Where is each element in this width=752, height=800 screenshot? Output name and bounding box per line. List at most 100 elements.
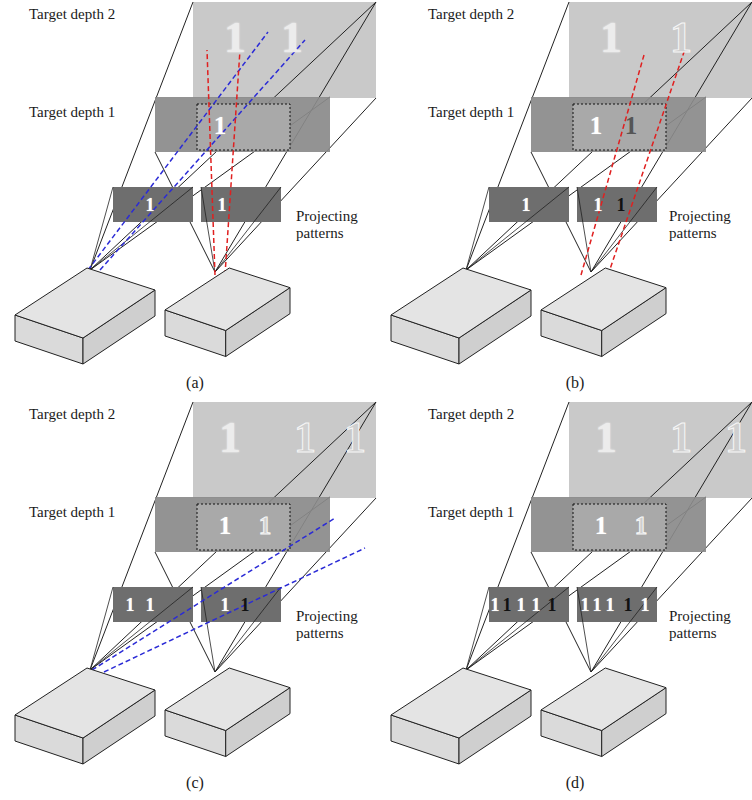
digit-glyph: 1 xyxy=(548,596,557,614)
plane-label: Target depth 1 xyxy=(29,104,115,121)
digit-glyph: 1 xyxy=(517,596,526,614)
digit-glyph: 1 xyxy=(617,196,626,214)
pattern-plane xyxy=(577,187,657,222)
digit-glyph: 1 xyxy=(344,416,366,460)
digit-glyph: 1 xyxy=(625,113,638,138)
overlap-region xyxy=(197,504,290,550)
digit-glyph: 1 xyxy=(594,196,603,214)
digit-glyph: 1 xyxy=(491,596,500,614)
digit-glyph: 1 xyxy=(281,16,303,60)
projection-line xyxy=(577,587,591,672)
projection-line xyxy=(591,587,657,672)
digit-glyph: 1 xyxy=(600,16,622,60)
projection-line xyxy=(90,587,113,670)
projection-line xyxy=(577,187,591,272)
projection-line xyxy=(466,187,489,270)
panel xyxy=(15,2,376,364)
pattern-plane xyxy=(489,187,569,222)
digit-glyph: 1 xyxy=(635,513,648,538)
panel-letter: (b) xyxy=(566,374,585,392)
digit-glyph: 1 xyxy=(522,196,531,214)
digit-glyph: 1 xyxy=(294,416,316,460)
digit-glyph: 1 xyxy=(241,596,250,614)
ray-dashed xyxy=(92,518,335,670)
digit-glyph: 1 xyxy=(219,513,232,538)
plane-label: Projecting patterns xyxy=(296,608,376,643)
digit-glyph: 1 xyxy=(221,596,230,614)
plane-label: Target depth 2 xyxy=(428,6,514,23)
digit-glyph: 1 xyxy=(503,596,512,614)
digit-glyph: 1 xyxy=(219,416,241,460)
digit-glyph: 1 xyxy=(670,16,692,60)
digit-glyph: 1 xyxy=(595,416,617,460)
target-plane-1 xyxy=(531,497,706,552)
projector-box xyxy=(541,268,666,331)
digit-glyph: 1 xyxy=(532,596,541,614)
projection-line xyxy=(215,187,281,272)
projection-line xyxy=(466,587,489,670)
ray-dashed xyxy=(207,50,215,275)
projector-box xyxy=(165,668,290,731)
target-plane-2 xyxy=(193,2,376,98)
projector-box xyxy=(165,268,290,331)
ray-dashed xyxy=(225,50,240,275)
pattern-plane xyxy=(113,187,193,222)
digit-glyph: 1 xyxy=(581,596,590,614)
ray-dashed xyxy=(100,40,305,270)
digit-glyph: 1 xyxy=(214,113,227,138)
projection-line xyxy=(90,587,193,670)
digit-glyph: 1 xyxy=(624,596,633,614)
plane-label: Target depth 2 xyxy=(29,406,115,423)
projection-line xyxy=(90,187,113,270)
plane-label: Target depth 2 xyxy=(428,406,514,423)
panel xyxy=(391,402,752,764)
overlap-region xyxy=(573,504,666,550)
projection-line xyxy=(466,2,752,270)
plane-label: Target depth 1 xyxy=(428,104,514,121)
digit-glyph: 1 xyxy=(593,596,602,614)
target-plane-2 xyxy=(569,2,752,98)
projector-box xyxy=(391,268,531,338)
digit-glyph: 1 xyxy=(725,416,747,460)
digit-glyph: 1 xyxy=(224,16,246,60)
projector-box xyxy=(541,668,666,731)
ray-dashed xyxy=(608,52,684,275)
digit-glyph: 1 xyxy=(641,596,650,614)
target-plane-2 xyxy=(569,402,752,498)
projection-line xyxy=(466,187,569,270)
digit-glyph: 1 xyxy=(670,416,692,460)
plane-label: Target depth 1 xyxy=(29,504,115,521)
digit-glyph: 1 xyxy=(218,196,227,214)
plane-label: Projecting patterns xyxy=(669,608,749,643)
projector-box xyxy=(15,268,155,338)
panel xyxy=(391,2,752,364)
target-plane-2 xyxy=(193,402,376,498)
pattern-plane xyxy=(489,587,569,622)
digit-glyph: 1 xyxy=(606,596,615,614)
projection-line xyxy=(466,402,752,670)
digit-glyph: 1 xyxy=(590,113,603,138)
pattern-plane xyxy=(113,587,193,622)
panel-letter: (d) xyxy=(566,774,585,792)
target-plane-1 xyxy=(155,497,330,552)
plane-label: Target depth 2 xyxy=(29,6,115,23)
ray-dashed xyxy=(88,32,268,270)
plane-label: Target depth 1 xyxy=(428,504,514,521)
panel-letter: (c) xyxy=(186,774,204,792)
digit-glyph: 1 xyxy=(126,596,135,614)
digit-glyph: 1 xyxy=(146,196,155,214)
plane-label: Projecting patterns xyxy=(296,208,376,243)
ray-dashed xyxy=(581,55,644,275)
projection-line xyxy=(90,402,376,670)
panel xyxy=(15,402,376,764)
projector-box xyxy=(391,668,531,738)
projection-line xyxy=(90,2,376,270)
target-plane-1 xyxy=(155,97,330,152)
plane-label: Projecting patterns xyxy=(669,208,749,243)
pattern-plane xyxy=(201,587,281,622)
digit-glyph: 1 xyxy=(146,596,155,614)
panel-letter: (a) xyxy=(186,374,204,392)
pattern-plane xyxy=(577,587,657,622)
digit-glyph: 1 xyxy=(259,513,272,538)
